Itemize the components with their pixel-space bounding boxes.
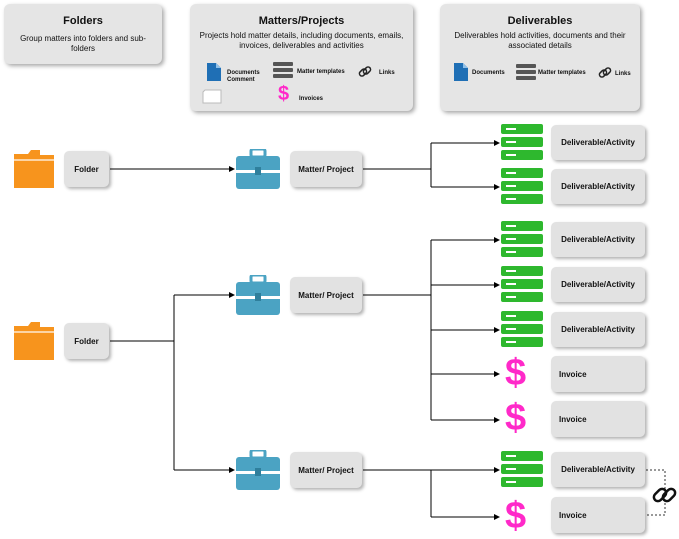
server-icon [273, 62, 293, 78]
dollar-icon: $ [505, 495, 527, 537]
dollar-icon: $ [278, 83, 290, 105]
folders-title: Folders [63, 15, 103, 27]
deliverable-node[interactable]: Deliverable/Activity [551, 312, 645, 347]
folder-node[interactable]: Folder [64, 151, 109, 187]
matter-node[interactable]: Matter/ Project [290, 277, 362, 313]
invoice-node[interactable]: Invoice [551, 497, 645, 533]
server-icon [501, 311, 543, 347]
folder-icon [14, 322, 54, 360]
server-icon [501, 168, 543, 204]
legend-invoices: Invoices [299, 96, 324, 102]
server-icon [516, 64, 536, 80]
dollar-icon: $ [505, 352, 527, 394]
legend-documents: Documents [227, 70, 260, 76]
document-icon [454, 63, 468, 81]
legend-matter-templates: Matter templates [538, 70, 586, 76]
invoice-node[interactable]: Invoice [551, 401, 645, 437]
document-icon [207, 63, 221, 81]
matter-node[interactable]: Matter/ Project [290, 151, 362, 187]
folders-header-card: Folders Group matters into folders and s… [4, 4, 162, 64]
legend-documents: Documents [472, 70, 505, 76]
deliverable-node[interactable]: Deliverable/Activity [551, 169, 645, 204]
briefcase-icon [236, 450, 280, 490]
deliverable-node[interactable]: Deliverable/Activity [551, 452, 645, 487]
legend-links: Links [615, 71, 631, 77]
deliverables-description: Deliverables hold activities, documents … [454, 31, 626, 50]
link-icon [652, 487, 677, 503]
briefcase-icon [236, 149, 280, 189]
dollar-icon: $ [505, 397, 527, 439]
folders-description: Group matters into folders and sub-folde… [20, 34, 146, 53]
deliverable-node[interactable]: Deliverable/Activity [551, 267, 645, 302]
legend-links: Links [379, 70, 395, 76]
legend-matter-templates: Matter templates [297, 69, 345, 75]
server-icon [501, 124, 543, 160]
server-icon [501, 266, 543, 302]
link-icon [598, 67, 612, 78]
matters-description: Projects hold matter details, including … [199, 31, 404, 50]
matters-title: Matters/Projects [258, 15, 345, 27]
comment-icon [202, 89, 222, 104]
deliverables-title: Deliverables [507, 15, 573, 27]
matter-node[interactable]: Matter/ Project [290, 452, 362, 488]
invoice-node[interactable]: Invoice [551, 356, 645, 392]
link-icon [358, 66, 372, 77]
matters-header-card: Matters/Projects Projects hold matter de… [190, 4, 413, 111]
deliverable-node[interactable]: Deliverable/Activity [551, 125, 645, 160]
folder-icon [14, 150, 54, 188]
server-icon [501, 221, 543, 257]
briefcase-icon [236, 275, 280, 315]
folder-node[interactable]: Folder [64, 323, 109, 359]
legend-comment: Comment [227, 77, 255, 83]
server-icon [501, 451, 543, 487]
deliverables-header-card: Deliverables Deliverables hold activitie… [440, 4, 640, 111]
deliverable-node[interactable]: Deliverable/Activity [551, 222, 645, 257]
